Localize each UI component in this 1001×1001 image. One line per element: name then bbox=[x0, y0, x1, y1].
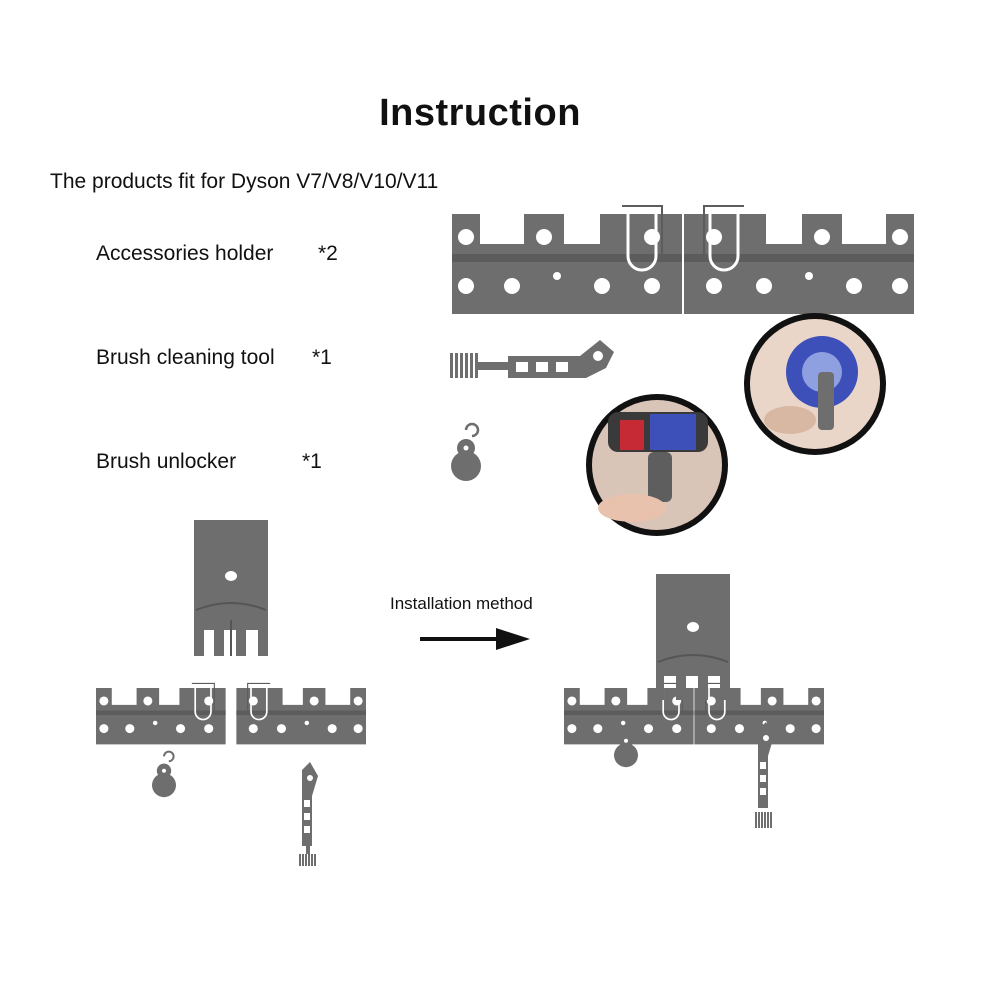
photo-brush-roll-use bbox=[586, 394, 728, 536]
brush-cleaning-tool bbox=[450, 340, 614, 378]
installation-arrow-icon bbox=[420, 628, 530, 650]
item-label-accessories-holder: Accessories holder bbox=[96, 242, 274, 265]
photo-unlocker-use bbox=[744, 313, 886, 455]
wall-mount-plate-left bbox=[194, 520, 268, 656]
item-label-brush-unlocker: Brush unlocker bbox=[96, 450, 237, 473]
item-label-brush-cleaning-tool: Brush cleaning tool bbox=[96, 346, 275, 369]
assembled-holders bbox=[563, 682, 825, 746]
accessories-holder-small-right bbox=[235, 682, 367, 746]
brush-unlocker-small bbox=[150, 750, 178, 799]
accessories-holder-right bbox=[682, 204, 916, 316]
brush-unlocker bbox=[449, 422, 483, 483]
brush-cleaning-tool-vertical bbox=[299, 762, 318, 866]
accessories-holder-small-left bbox=[95, 682, 227, 746]
installation-method-label: Installation method bbox=[390, 594, 533, 613]
item-qty-brush-cleaning-tool: *1 bbox=[312, 346, 332, 369]
item-qty-brush-unlocker: *1 bbox=[302, 450, 322, 473]
wall-mount-plate-assembled bbox=[656, 574, 730, 700]
page-title: Instruction bbox=[379, 92, 581, 134]
accessories-holder-left bbox=[450, 204, 684, 316]
compatibility-subtitle: The products fit for Dyson V7/V8/V10/V11 bbox=[50, 170, 439, 193]
item-qty-accessories-holder: *2 bbox=[318, 242, 338, 265]
brush-cleaning-tool-mounted bbox=[755, 722, 774, 828]
